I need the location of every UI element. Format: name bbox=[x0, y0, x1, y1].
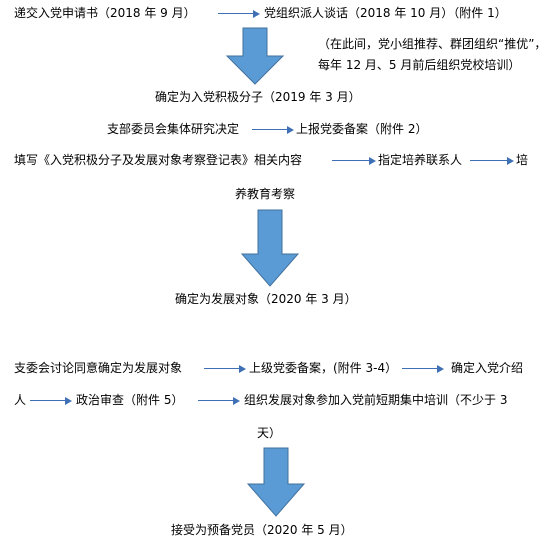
right-arrow-icon bbox=[198, 397, 240, 405]
down-arrow-icon bbox=[246, 447, 306, 517]
step-short-training-part1: 组织发展对象参加入党前短期集中培训（不少于 3 bbox=[244, 393, 508, 407]
step-apply: 递交入党申请书（2018 年 9 月） bbox=[14, 6, 196, 20]
right-arrow-icon bbox=[30, 397, 72, 405]
step-short-training-part2: 天） bbox=[257, 426, 282, 440]
step-intro-part2: 人 bbox=[14, 393, 27, 407]
step-assign-contact: 指定培养联系人 bbox=[378, 153, 463, 167]
step-political-review: 政治审查（附件 5） bbox=[76, 393, 184, 407]
step-talk: 党组织派人谈话（2018 年 10 月）（附件 1） bbox=[264, 6, 507, 20]
step-probationary: 接受为预备党员（2020 年 5 月） bbox=[171, 523, 353, 537]
right-arrow-icon bbox=[204, 365, 246, 373]
step-report-committee: 上报党委备案（附件 2） bbox=[296, 122, 428, 136]
step-dev-target: 确定为发展对象（2020 年 3 月） bbox=[175, 292, 357, 306]
right-arrow-icon bbox=[332, 157, 376, 165]
right-arrow-icon bbox=[252, 126, 294, 134]
right-arrow-icon bbox=[402, 365, 444, 373]
note-line-2: 每年 12 月、5 月前后组织党校培训） bbox=[318, 58, 521, 72]
step-fill-form: 填写《入党积极分子及发展对象考察登记表》相关内容 bbox=[14, 153, 303, 167]
step-branch-decision: 支部委员会集体研究决定 bbox=[107, 122, 240, 136]
step-training-part1: 培 bbox=[516, 153, 529, 167]
step-training-part2: 养教育考察 bbox=[235, 187, 296, 201]
down-arrow-icon bbox=[225, 27, 285, 85]
right-arrow-icon bbox=[218, 10, 260, 18]
down-arrow-icon bbox=[240, 209, 300, 287]
step-activist: 确定为入党积极分子（2019 年 3 月） bbox=[155, 90, 361, 104]
step-upper-record: 上级党委备案，(附件 3-4） bbox=[249, 361, 398, 375]
step-intro-part1: 确定入党介绍 bbox=[451, 361, 524, 375]
step-committee-agree: 支委会讨论同意确定为发展对象 bbox=[14, 361, 183, 375]
note-line-1: （在此间，党小组推荐、群团组织“推优”， bbox=[318, 37, 547, 51]
right-arrow-icon bbox=[470, 157, 514, 165]
